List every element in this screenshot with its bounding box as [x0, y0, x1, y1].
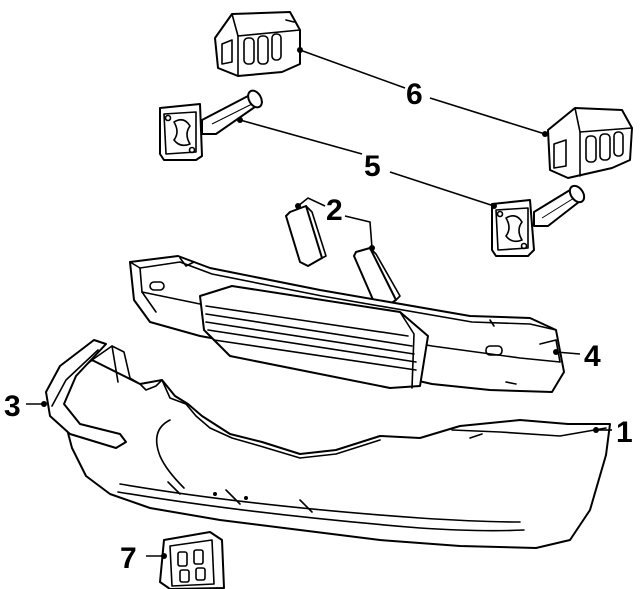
part-4-impact-bar[interactable]: [129, 255, 565, 393]
leader-lines: [26, 47, 612, 559]
callout-1: 1: [616, 416, 633, 449]
part-5-mount-right[interactable]: [491, 183, 587, 257]
callout-6: 6: [406, 78, 423, 111]
part-6-bracket-top[interactable]: [214, 11, 301, 77]
part-6-bracket-bottom[interactable]: [547, 107, 633, 179]
part-2-support-left[interactable]: [285, 205, 327, 267]
callout-2: 2: [326, 194, 343, 227]
part-3-molding-strip[interactable]: [45, 339, 127, 449]
callout-5: 5: [364, 150, 381, 183]
part-7-license-bracket[interactable]: [159, 531, 225, 589]
callout-4: 4: [584, 340, 601, 373]
part-1-bumper-cover[interactable]: [55, 345, 611, 549]
callout-3: 3: [4, 390, 21, 423]
part-5-mount-left[interactable]: [159, 88, 265, 161]
callout-7: 7: [120, 542, 137, 575]
